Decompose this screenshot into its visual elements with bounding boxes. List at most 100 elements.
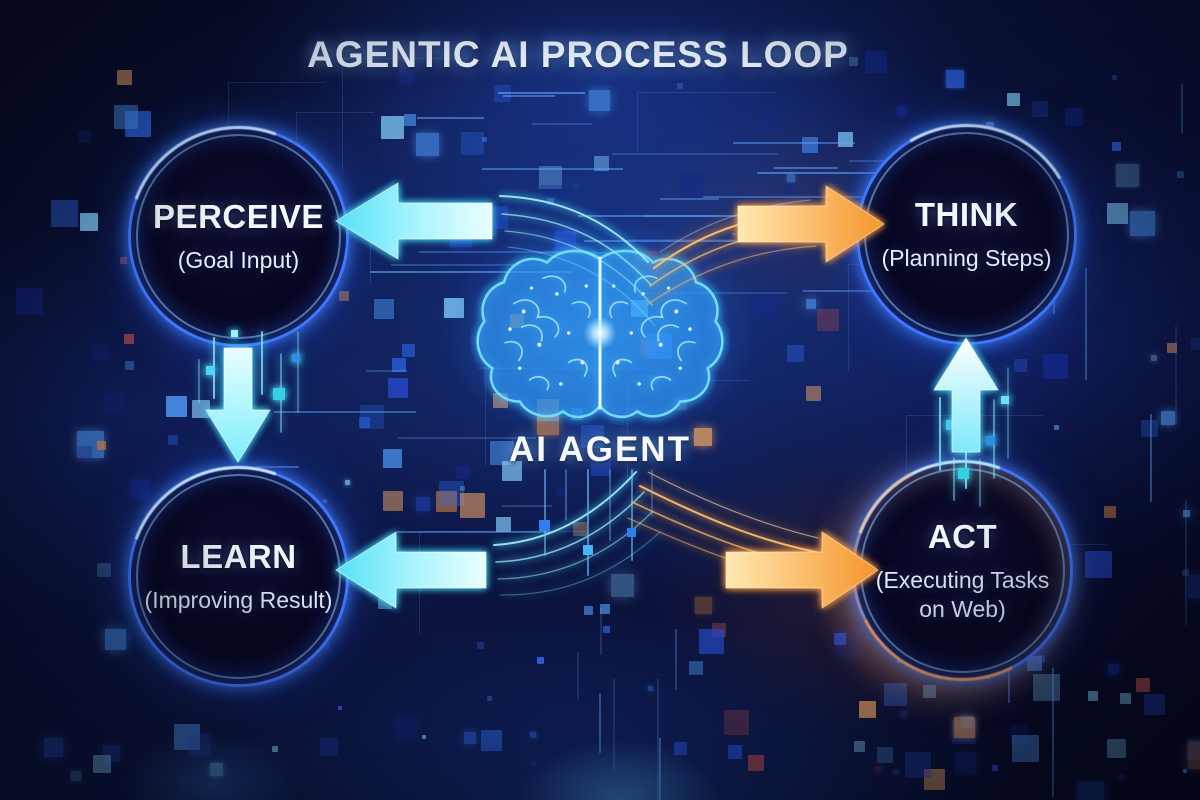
bg-square bbox=[884, 683, 907, 706]
bg-streak bbox=[1181, 84, 1183, 133]
bg-square bbox=[105, 394, 122, 411]
bg-square bbox=[785, 184, 796, 195]
bg-square bbox=[464, 732, 476, 744]
bg-square bbox=[460, 486, 465, 491]
bg-streak bbox=[599, 693, 601, 753]
bg-square bbox=[1130, 211, 1155, 236]
bg-square bbox=[897, 106, 906, 115]
bg-square bbox=[679, 172, 705, 198]
bg-square bbox=[105, 629, 126, 650]
bg-square bbox=[728, 745, 742, 759]
bg-streak bbox=[1052, 668, 1054, 797]
bg-square bbox=[923, 685, 936, 698]
page-title: AGENTIC AI PROCESS LOOP bbox=[307, 34, 849, 75]
bg-square bbox=[78, 130, 91, 143]
bg-streak bbox=[274, 411, 416, 413]
bg-square bbox=[416, 497, 430, 511]
bg-square bbox=[806, 299, 816, 309]
bg-square bbox=[217, 415, 224, 422]
bg-square bbox=[44, 738, 63, 757]
bg-square bbox=[1144, 694, 1165, 715]
bg-square bbox=[210, 763, 223, 776]
bg-square bbox=[531, 761, 536, 766]
bg-square bbox=[16, 288, 43, 315]
bg-square bbox=[1104, 506, 1116, 518]
inner-ring bbox=[136, 474, 341, 679]
bg-trace bbox=[419, 531, 586, 635]
bg-streak bbox=[577, 652, 579, 700]
bg-square bbox=[339, 291, 349, 301]
brain-icon bbox=[470, 243, 730, 425]
bg-streak bbox=[659, 738, 661, 800]
bg-square bbox=[755, 293, 778, 316]
bg-square bbox=[648, 686, 653, 691]
bg-square bbox=[954, 717, 975, 738]
node-perceive: PERCEIVE (Goal Input) bbox=[91, 89, 386, 384]
bg-square bbox=[955, 752, 976, 773]
bg-square bbox=[547, 198, 554, 205]
bg-streak bbox=[660, 198, 719, 200]
bg-square bbox=[272, 746, 278, 752]
bg-square bbox=[482, 137, 487, 142]
bg-square bbox=[359, 417, 370, 428]
bg-streak bbox=[1185, 500, 1187, 625]
bg-square bbox=[487, 696, 492, 701]
node-act-subtitle: (Executing Tasks on Web) bbox=[875, 567, 1050, 622]
bg-square bbox=[192, 400, 210, 418]
bg-square bbox=[556, 489, 564, 497]
bg-square bbox=[1007, 93, 1020, 106]
bg-square bbox=[1077, 782, 1104, 800]
bg-square bbox=[1136, 678, 1150, 692]
bg-square bbox=[444, 298, 464, 318]
bg-square bbox=[877, 747, 893, 763]
bg-square bbox=[1032, 101, 1048, 117]
bg-square bbox=[589, 90, 610, 111]
bg-square bbox=[689, 661, 703, 675]
bg-square bbox=[1161, 411, 1175, 425]
bg-square bbox=[460, 493, 485, 518]
bg-streak bbox=[502, 505, 552, 507]
node-think-subtitle: (Planning Steps) bbox=[881, 245, 1052, 272]
bg-square bbox=[603, 626, 610, 633]
node-act: ACT (Executing Tasks on Web) bbox=[815, 423, 1110, 718]
bg-square bbox=[806, 386, 821, 401]
bg-streak bbox=[675, 629, 677, 690]
bg-square bbox=[530, 732, 536, 738]
bg-square bbox=[378, 595, 392, 609]
bg-square bbox=[97, 563, 111, 577]
bg-streak bbox=[732, 233, 813, 235]
bg-square bbox=[893, 769, 899, 775]
bg-square bbox=[374, 299, 394, 319]
node-learn-title: LEARN bbox=[180, 538, 297, 576]
bg-streak bbox=[578, 215, 758, 217]
bg-square bbox=[125, 361, 134, 370]
bg-square bbox=[383, 491, 403, 511]
bg-square bbox=[51, 200, 78, 227]
bg-streak bbox=[366, 370, 407, 372]
bg-square bbox=[1119, 775, 1124, 780]
bg-square bbox=[900, 711, 907, 718]
bg-streak bbox=[703, 196, 881, 198]
bg-square bbox=[905, 752, 931, 778]
bg-square bbox=[80, 213, 98, 231]
bg-square bbox=[802, 137, 818, 153]
bg-square bbox=[345, 480, 350, 485]
bg-square bbox=[189, 734, 210, 755]
bg-square bbox=[674, 742, 687, 755]
bg-square bbox=[992, 765, 998, 771]
bg-square bbox=[395, 717, 417, 739]
node-perceive-title: PERCEIVE bbox=[153, 198, 324, 236]
bg-square bbox=[611, 574, 634, 597]
node-act-title: ACT bbox=[927, 518, 998, 556]
bg-square bbox=[787, 345, 804, 362]
bg-square bbox=[93, 755, 111, 773]
bg-square bbox=[1188, 575, 1200, 598]
bg-square bbox=[496, 517, 511, 532]
bg-square bbox=[1151, 355, 1157, 361]
bg-square bbox=[677, 83, 683, 89]
bg-square bbox=[1108, 664, 1119, 675]
bg-streak bbox=[498, 92, 585, 94]
node-think-title: THINK bbox=[914, 196, 1019, 234]
bg-streak bbox=[482, 168, 623, 170]
bg-square bbox=[817, 309, 839, 331]
